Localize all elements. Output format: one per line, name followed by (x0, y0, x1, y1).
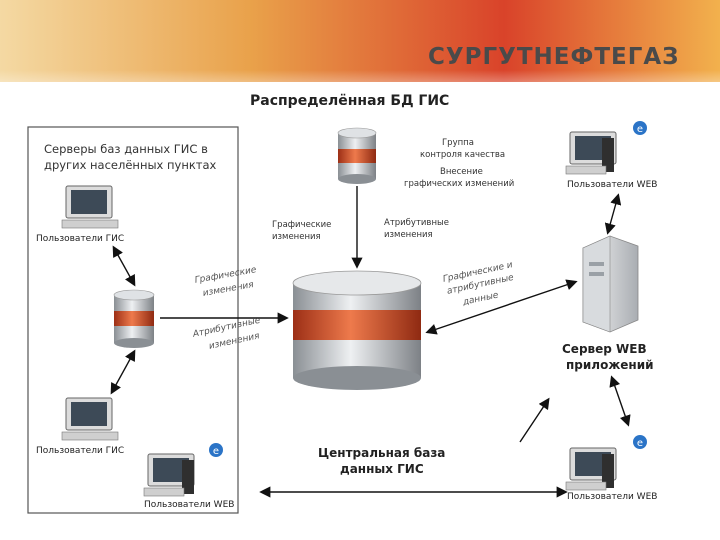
arrow-gisusers-regional-bottom (110, 349, 136, 395)
web-users-bottom-right-label: Пользователи WEB (567, 492, 658, 502)
arrow-central-webserver (425, 279, 578, 335)
gis-users-bottom-label: Пользователи ГИС (36, 446, 125, 456)
header-banner (0, 0, 720, 82)
gis-users-top-label: Пользователи ГИС (36, 234, 125, 244)
arrow-webserver-webusers-bottom (609, 375, 631, 427)
arrow-webserver-webusers-top (604, 193, 622, 235)
regional-servers-label-line2: других населённых пунктах (44, 158, 217, 172)
svg-text:e: e (637, 124, 643, 135)
attr-changes-label-line1: Атрибутивные (384, 218, 449, 228)
diagram-title: Распределённая БД ГИС (250, 93, 450, 109)
regional-servers-label-line1: Серверы баз данных ГИС в (44, 142, 208, 156)
qc-group-label-line1: Группа (442, 138, 474, 148)
qc-database-icon (337, 127, 377, 184)
svg-text:e: e (637, 438, 643, 449)
web-user-workstation-bottom-right: e (565, 435, 647, 491)
graphic-changes-label-line2: изменения (272, 232, 321, 242)
graphic-changes-label-line1: Графические (272, 220, 332, 230)
arrow-central-webusers-bottom-left (545, 378, 548, 490)
regional-servers-frame (27, 126, 239, 514)
arrow-gisusers-regional-top (112, 245, 136, 287)
graphic-input-label-line1: Внесение (440, 167, 483, 177)
svg-text:e: e (213, 446, 219, 457)
web-user-workstation-top: e (565, 121, 647, 175)
qc-group-label-line2: контроля качества (420, 150, 506, 160)
gis-user-workstation-bottom (61, 397, 119, 441)
company-logo-text: СУРГУТНЕФТЕГАЗ (428, 44, 680, 70)
attr-changes-label-line2: изменения (384, 230, 433, 240)
web-user-workstation-bottom-left: e (143, 443, 223, 497)
gis-user-workstation-top (61, 185, 119, 229)
header-banner-fade (0, 70, 720, 110)
web-users-top-label: Пользователи WEB (567, 180, 658, 190)
web-server-label-line2: приложений (566, 358, 654, 372)
connection-arrows (110, 186, 631, 498)
web-users-bottom-left-label: Пользователи WEB (144, 500, 235, 510)
web-server-icon (582, 235, 639, 333)
arrow-central-webusers-center (519, 397, 550, 443)
web-server-label-line1: Сервер WEB (562, 342, 647, 356)
central-database-icon (292, 270, 422, 390)
regional-database-icon (113, 289, 155, 348)
central-db-label-line2: данных ГИС (340, 462, 424, 476)
central-db-label-line1: Центральная база (318, 446, 446, 460)
graphic-input-label-line2: графических изменений (404, 179, 515, 189)
